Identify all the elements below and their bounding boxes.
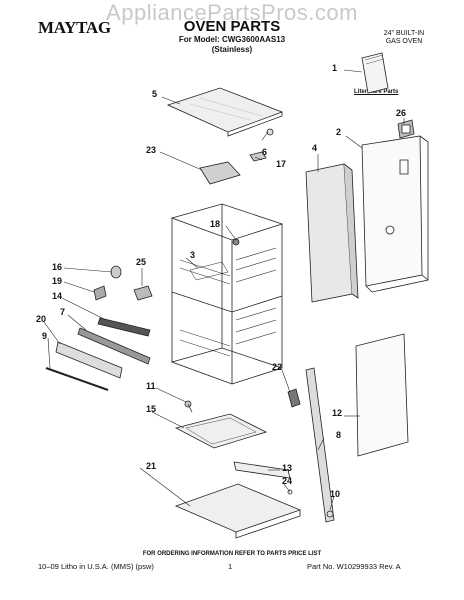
callout-25: 25 (136, 257, 147, 267)
callout-1: 1 (332, 63, 338, 73)
variant-line: (Stainless) (211, 45, 253, 54)
leader-lines (44, 70, 404, 510)
callout-5: 5 (152, 89, 158, 99)
part-screw-11 (185, 401, 192, 412)
callout-12: 12 (332, 408, 343, 418)
callout-8: 8 (336, 430, 342, 440)
callout-20: 20 (36, 314, 47, 324)
part-side-panel-2 (362, 136, 428, 292)
callout-21: 21 (146, 461, 157, 471)
part-screw-24 (288, 490, 292, 494)
part-hinge-22 (288, 389, 300, 407)
footer-order-info: FOR ORDERING INFORMATION REFER TO PARTS … (142, 551, 322, 557)
callout-24: 24 (282, 476, 293, 486)
callout-9: 9 (42, 331, 48, 341)
part-literature (362, 53, 388, 93)
part-door-glass-15 (176, 414, 266, 448)
callout-18: 18 (210, 219, 221, 229)
part-bracket-20 (56, 342, 122, 378)
watermark: AppliancePartsPros.com (106, 0, 358, 25)
part-trim-7 (78, 328, 150, 364)
callout-3: 3 (190, 250, 196, 260)
callout-26: 26 (396, 108, 407, 118)
callout-2: 2 (336, 127, 342, 137)
part-rail-13 (234, 462, 290, 478)
oven-type-line1: 24" BUILT-IN (383, 30, 425, 37)
part-top-panel (168, 88, 282, 136)
oven-type-line2: GAS OVEN (385, 38, 423, 45)
part-strip-14 (98, 318, 150, 336)
footer-page-number: 1 (228, 562, 233, 571)
part-door-panel-4 (306, 164, 358, 302)
part-oven-cavity-frame (172, 204, 282, 384)
callout-13: 13 (282, 463, 293, 473)
callout-11: 11 (146, 381, 156, 391)
part-knob-25 (134, 286, 152, 300)
part-trim-8 (306, 368, 334, 522)
part-bracket-26 (398, 120, 414, 138)
part-vent-23 (200, 162, 240, 184)
part-rod-9 (46, 368, 108, 390)
callout-15: 15 (146, 404, 157, 414)
callout-7: 7 (60, 307, 66, 317)
callout-16: 16 (52, 262, 63, 272)
part-socket-19 (94, 286, 106, 300)
part-rack-3 (190, 262, 228, 280)
literature-label: Literature Parts (354, 89, 399, 95)
part-screw-10 (327, 511, 333, 517)
callout-23: 23 (146, 145, 157, 155)
callout-4: 4 (312, 143, 318, 153)
part-bulb-16 (111, 266, 121, 278)
callout-17: 17 (276, 159, 287, 169)
callout-6: 6 (262, 147, 268, 157)
part-side-panel-12 (356, 334, 408, 456)
callout-22: 22 (272, 362, 283, 372)
part-clip-17 (250, 152, 266, 161)
footer-litho: 10–09 Litho in U.S.A. (MMS) (psw) (38, 562, 154, 571)
model-line: For Model: CWG3600AAS13 (178, 35, 286, 44)
callout-10: 10 (330, 489, 341, 499)
footer-part-number: Part No. W10299933 Rev. A (307, 562, 401, 571)
part-bottom-panel-21 (176, 484, 300, 538)
brand-logo: MAYTAG (38, 18, 111, 37)
part-screw-6 (267, 129, 273, 135)
page-title: OVEN PARTS (183, 18, 281, 35)
callout-19: 19 (52, 276, 63, 286)
callout-14: 14 (52, 291, 63, 301)
